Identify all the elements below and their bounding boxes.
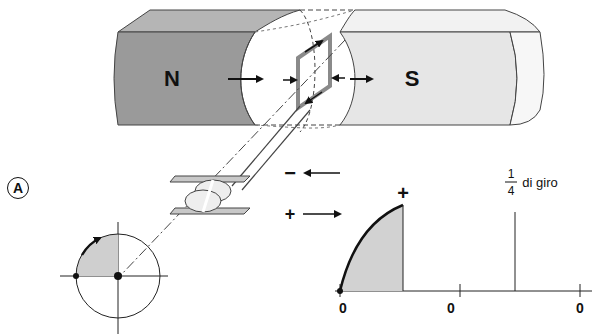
brush-polarity: + xyxy=(285,205,296,223)
node-text: S xyxy=(405,68,420,90)
brush-polarity: − xyxy=(284,163,296,183)
south-pole-magnet: S xyxy=(392,59,432,99)
panel-letter-circle: A xyxy=(7,177,29,199)
peak-polarity: + xyxy=(397,183,409,203)
axis-zero: 0 xyxy=(576,301,584,315)
axis-zero: 0 xyxy=(447,301,455,315)
north-pole-magnet: N xyxy=(152,59,192,99)
axis-zero: 0 xyxy=(339,301,347,315)
fraction-denominator: 4 xyxy=(508,185,515,197)
turn-label: di giro xyxy=(522,176,557,189)
fraction-numerator: 1 xyxy=(508,168,515,180)
node-text: N xyxy=(164,68,180,90)
node-text: A xyxy=(13,181,23,195)
